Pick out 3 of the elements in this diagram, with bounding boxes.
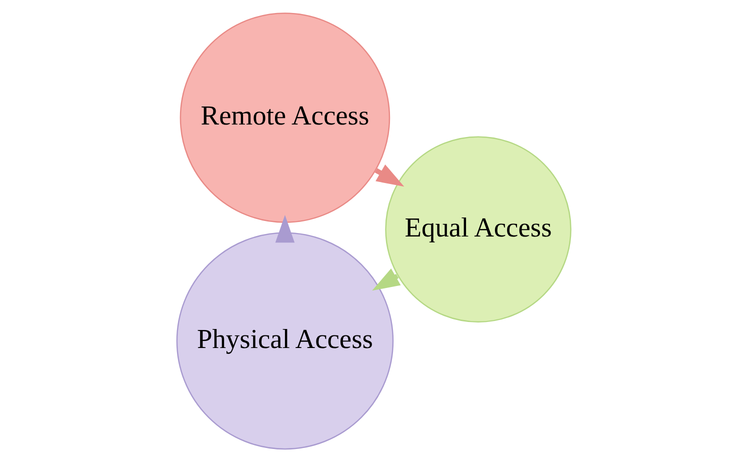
- arrow: [275, 215, 295, 243]
- node-circle: Remote Access: [180, 12, 390, 223]
- node-circle: Equal Access: [385, 136, 572, 322]
